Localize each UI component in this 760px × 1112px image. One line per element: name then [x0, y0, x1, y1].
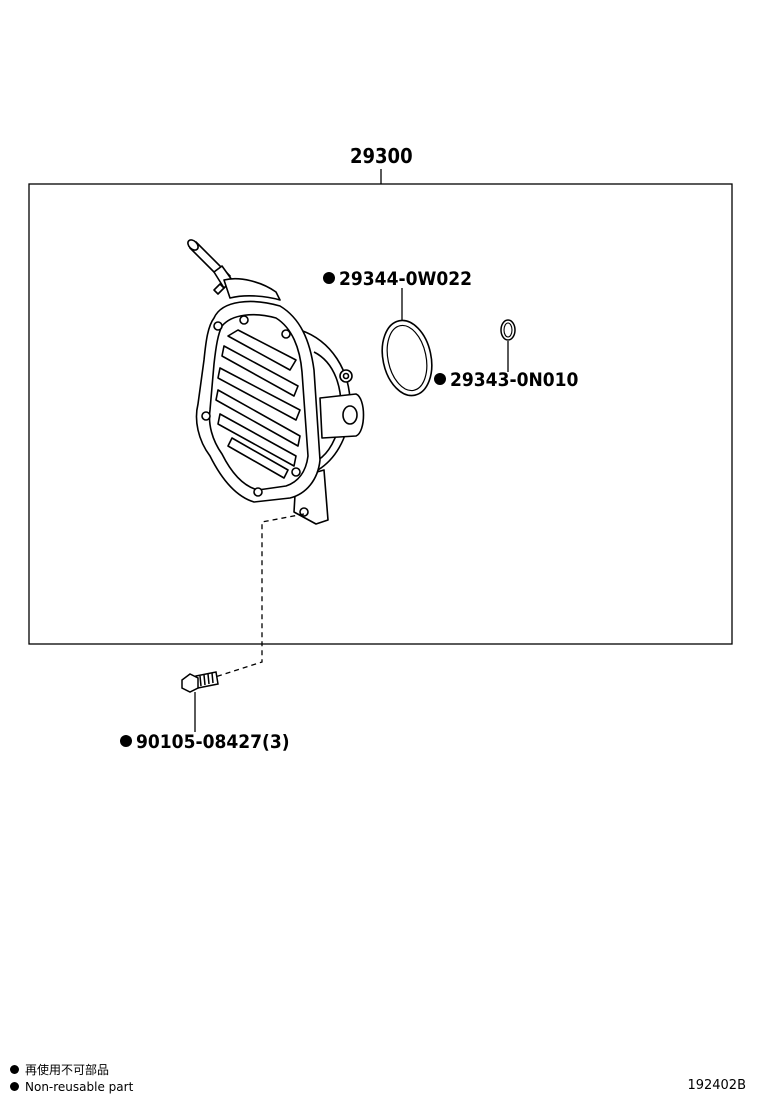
bolt-drawing: [181, 671, 219, 693]
large-o-ring-drawing: [381, 319, 433, 397]
small-o-ring-drawing: [500, 319, 516, 341]
assembly-frame: [28, 183, 733, 645]
non-reusable-dot-icon: [10, 1082, 19, 1091]
legend-jp: 再使用不可部品: [10, 1064, 109, 1076]
assembly-part-number: 29300: [350, 144, 413, 168]
non-reusable-dot-icon: [434, 373, 446, 385]
small-o-ring-part-number: 29343-0N010: [434, 371, 578, 390]
legend-en: Non-reusable part: [10, 1081, 133, 1093]
bolt-part-number: 90105-08427(3): [120, 733, 290, 752]
bolt-dashed-leader: [211, 513, 305, 679]
illustration-code: 192402B: [687, 1078, 746, 1093]
large-o-ring-part-number: 29344-0W022: [323, 270, 472, 289]
non-reusable-dot-icon: [120, 735, 132, 747]
non-reusable-dot-icon: [10, 1065, 19, 1074]
non-reusable-dot-icon: [323, 272, 335, 284]
vacuum-pump-drawing: [187, 239, 365, 525]
